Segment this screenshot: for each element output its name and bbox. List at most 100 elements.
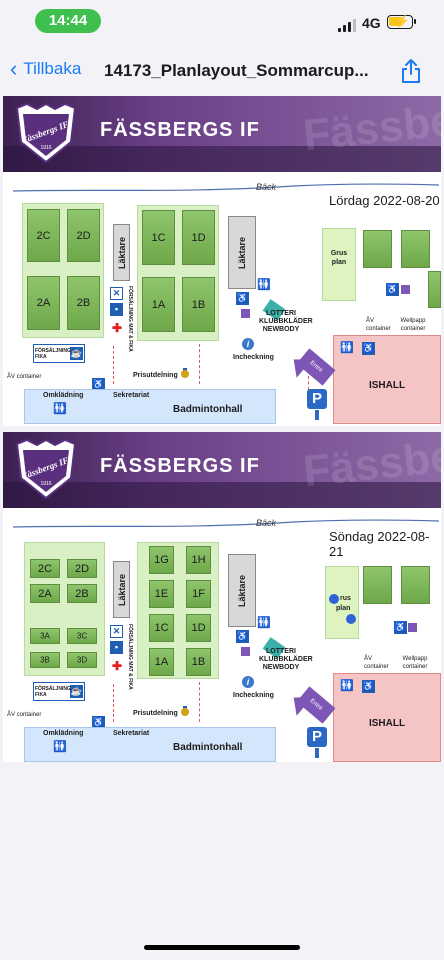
restroom-icon: 🚻 <box>257 279 271 291</box>
ice-rink-2: ISHALL <box>333 673 441 762</box>
stand-left-2: Läktare <box>113 561 130 618</box>
info-icon-2: i <box>242 676 254 688</box>
field-2d: 2D <box>67 209 100 262</box>
map-page-saturday: Fässbergs Fässbergs IF 1916 FÄSSBERGS IF… <box>3 96 441 426</box>
kiosk-icon-2: ▪ <box>110 641 123 654</box>
fika-stand-2: ☕ <box>33 682 85 701</box>
event-date-2: Söndag 2022-08-21 <box>329 529 430 559</box>
field-2b-sun: 2B <box>67 584 97 603</box>
kiosk-icon: ▪ <box>110 303 123 316</box>
fika-label-2: FÖRSÄLJNING FIKA <box>35 686 71 698</box>
badminton-hall <box>24 389 276 424</box>
food-sales-label: FÖRSÄLJNING MAT & FIKA <box>127 286 133 352</box>
cup-icon: ☕ <box>70 347 83 360</box>
field-2c: 2C <box>27 209 60 262</box>
cup-icon-2: ☕ <box>70 685 83 698</box>
restroom-icon-hall-2: 🚻 <box>53 741 67 753</box>
field-1a: 1A <box>142 277 175 332</box>
fika-box-icon: ✕ <box>110 287 123 300</box>
ice-rink: ISHALL <box>333 335 441 424</box>
accessibility-icon-3: ♿ <box>236 630 249 643</box>
path-line-5 <box>199 682 200 722</box>
changing-room-label-2: Omklädning <box>43 730 84 737</box>
back-button[interactable]: ‹ Tillbaka <box>10 58 81 80</box>
check-in-label: Incheckning <box>233 354 274 361</box>
field-2d-sun: 2D <box>67 559 97 578</box>
field-3a: 3A <box>30 628 60 644</box>
accessibility-icon-2: ♿ <box>386 283 399 296</box>
accessibility-icon-left: ♿ <box>92 378 105 391</box>
field-2c-sun: 2C <box>30 559 60 578</box>
lottery-label-2: LOTTERI KLUBBKLÄDER NEWBODY <box>259 648 313 671</box>
status-bar: 14:44 4G ⚡ <box>0 0 444 46</box>
secretariat-label: Sekretariat <box>113 392 150 399</box>
field-gravel-1-sun <box>363 566 392 604</box>
lottery-label: LOTTERI KLUBBKLÄDER NEWBODY <box>259 310 313 333</box>
field-2b: 2B <box>67 276 100 330</box>
site-map-2: Bäck Söndag 2022-08-21 2C 2D 2A 2B 3A 3C… <box>3 508 441 762</box>
parking-arrow <box>315 410 319 420</box>
wellpapp-label: Wellpapp container <box>400 318 426 332</box>
badminton-label-2: Badmintonhall <box>173 742 243 753</box>
home-indicator[interactable] <box>144 945 300 950</box>
field-1b: 1B <box>182 277 215 332</box>
share-icon[interactable] <box>400 58 422 84</box>
path-line-2 <box>113 346 114 384</box>
creek-line <box>13 183 439 192</box>
field-1d: 1D <box>182 210 215 265</box>
parking-arrow-2 <box>315 748 319 758</box>
prize-ceremony-label-2: Prisutdelning <box>133 710 178 717</box>
food-sales-label-2: FÖRSÄLJNING MAT & FIKA <box>127 624 133 690</box>
club-crest: Fässbergs IF 1916 <box>15 102 77 164</box>
field-3d: 3D <box>67 652 97 668</box>
purple-marker <box>241 309 250 318</box>
event-date: Lördag 2022-08-20 <box>329 193 440 208</box>
creek-label-2: Bäck <box>256 518 277 528</box>
navigation-bar: ‹ Tillbaka 14173_Planlayout_Sommarcup... <box>0 50 444 94</box>
club-name-2: FÄSSBERGS IF <box>100 455 260 477</box>
accessibility-icon-rink-2: ♿ <box>362 680 375 693</box>
check-in-label-2: Incheckning <box>233 692 274 699</box>
accessibility-icon: ♿ <box>236 292 249 305</box>
site-map: Bäck Lördag 2022-08-20 2C 2D 2A 2B Läkta… <box>3 172 441 426</box>
field-3b: 3B <box>30 652 60 668</box>
field-1d-sun: 1D <box>186 614 211 642</box>
field-gravel-3 <box>428 271 441 308</box>
av-container-left: ÅV container <box>7 374 42 380</box>
field-1b-sun: 1B <box>186 648 211 676</box>
field-gravel-2 <box>401 230 430 268</box>
fika-stand: ☕ <box>33 344 85 363</box>
medal-icon <box>181 368 189 378</box>
field-2a-sun: 2A <box>30 584 60 603</box>
info-icon: i <box>242 338 254 350</box>
creek-label: Bäck <box>256 182 277 192</box>
field-1h: 1H <box>186 546 211 574</box>
gravel-dot-2 <box>346 614 356 624</box>
accessibility-icon-left-2: ♿ <box>92 716 105 729</box>
stand-right-2: Läktare <box>228 554 256 627</box>
gravel-label-split: rus <box>340 595 351 602</box>
field-1f: 1F <box>186 580 211 608</box>
network-type: 4G <box>362 15 381 31</box>
purple-marker-3 <box>241 647 250 656</box>
av-container-left-2: ÅV container <box>7 712 42 718</box>
field-3c: 3C <box>67 628 97 644</box>
svg-text:1916: 1916 <box>40 145 51 151</box>
badminton-label: Badmintonhall <box>173 404 243 415</box>
field-2a: 2A <box>27 276 60 330</box>
purple-marker-2 <box>401 285 410 294</box>
stand-right: Läktare <box>228 216 256 289</box>
signal-icon <box>338 18 358 32</box>
creek-line-2 <box>13 519 439 528</box>
parking-sign-2: P <box>307 727 327 747</box>
field-1c-sun: 1C <box>149 614 174 642</box>
restroom-icon-hall: 🚻 <box>53 403 67 415</box>
status-time: 14:44 <box>35 9 101 33</box>
club-crest-2: Fässbergs IF 1916 <box>15 438 77 500</box>
field-1c: 1C <box>142 210 175 265</box>
accessibility-icon-4: ♿ <box>394 621 407 634</box>
gravel-dot-1 <box>329 594 339 604</box>
first-aid-icon-2: ✚ <box>112 659 123 673</box>
restroom-icon-rink: 🚻 <box>340 342 354 354</box>
gravel-label-split-2: plan <box>336 605 351 612</box>
